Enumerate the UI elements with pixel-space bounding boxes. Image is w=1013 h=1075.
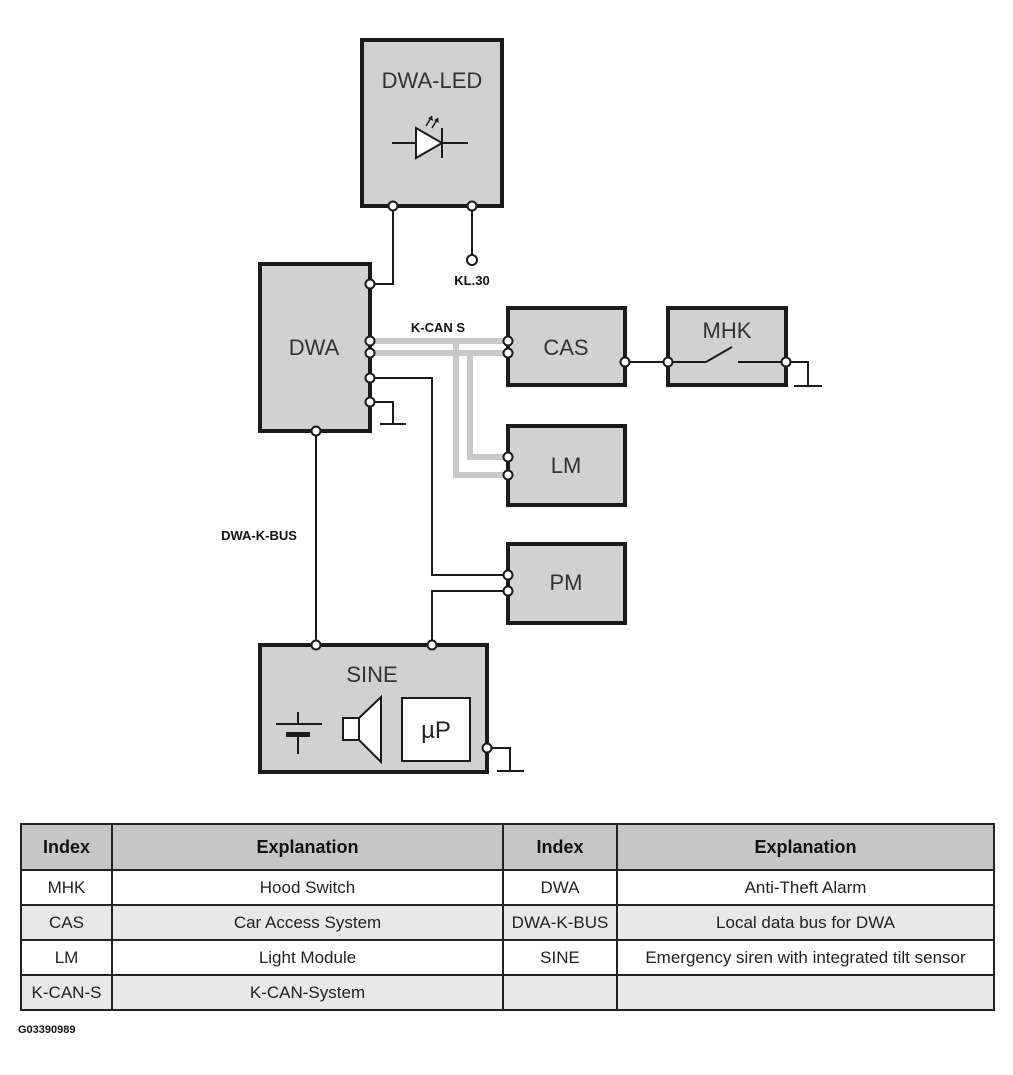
figure-id: G03390989 (18, 1024, 76, 1036)
ground-icon (786, 361, 822, 387)
legend-header-row: Index Explanation Index Explanation (20, 823, 995, 871)
dwa-label: DWA (289, 335, 340, 360)
microprocessor-label: µP (421, 717, 451, 744)
dwa-block: DWA (258, 262, 372, 433)
pm-label: PM (550, 570, 583, 595)
legend-cell: Light Module (111, 939, 504, 976)
cas-block: CAS (506, 306, 627, 387)
legend-row: MHK Hood Switch DWA Anti-Theft Alarm (20, 869, 995, 906)
led-icon (392, 115, 468, 160)
legend-header-explanation: Explanation (616, 823, 995, 871)
mhk-label: MHK (703, 318, 752, 343)
connection-pins (310, 200, 792, 754)
legend-cell: LM (20, 939, 113, 976)
legend-cell: Emergency siren with integrated tilt sen… (616, 939, 995, 976)
legend-header-explanation: Explanation (111, 823, 504, 871)
switch-icon (668, 346, 786, 363)
kcan-s-bus (370, 338, 508, 478)
legend-cell: Car Access System (111, 904, 504, 941)
cas-label: CAS (543, 335, 588, 360)
dwa-k-bus-label: DWA-K-BUS (221, 528, 297, 543)
legend-table: Index Explanation Index Explanation MHK … (20, 823, 995, 1011)
mhk-block: MHK (666, 306, 788, 387)
legend-cell: K-CAN-System (111, 974, 504, 1011)
legend-cell: MHK (20, 869, 113, 906)
sine-block: SINE µP (258, 643, 489, 774)
pm-block: PM (506, 542, 627, 625)
legend-cell: Local data bus for DWA (616, 904, 995, 941)
legend-row: K-CAN-S K-CAN-System (20, 974, 995, 1011)
dwa-led-label: DWA-LED (382, 68, 483, 93)
wiring-diagram: DWA-LED DWA CAS MHK LM (221, 38, 822, 774)
microprocessor-box: µP (401, 697, 471, 762)
legend-cell: Anti-Theft Alarm (616, 869, 995, 906)
kl30-label: KL.30 (454, 273, 489, 288)
speaker-icon (342, 694, 382, 765)
lm-block: LM (506, 424, 627, 507)
legend-header-index: Index (502, 823, 618, 871)
ground-icon (487, 747, 524, 772)
battery-icon (276, 712, 322, 754)
legend-cell: K-CAN-S (20, 974, 113, 1011)
legend-cell: DWA (502, 869, 618, 906)
legend-header-index: Index (20, 823, 113, 871)
legend-cell (616, 974, 995, 1011)
legend-cell (502, 974, 618, 1011)
dwa-led-block: DWA-LED (360, 38, 504, 208)
legend-cell: DWA-K-BUS (502, 904, 618, 941)
lm-label: LM (551, 453, 582, 478)
legend-cell: SINE (502, 939, 618, 976)
kcan-s-label: K-CAN S (411, 320, 465, 335)
sine-label: SINE (346, 662, 397, 687)
wires (315, 206, 668, 645)
legend-row: CAS Car Access System DWA-K-BUS Local da… (20, 904, 995, 941)
legend-cell: CAS (20, 904, 113, 941)
legend-cell: Hood Switch (111, 869, 504, 906)
legend-row: LM Light Module SINE Emergency siren wit… (20, 939, 995, 976)
